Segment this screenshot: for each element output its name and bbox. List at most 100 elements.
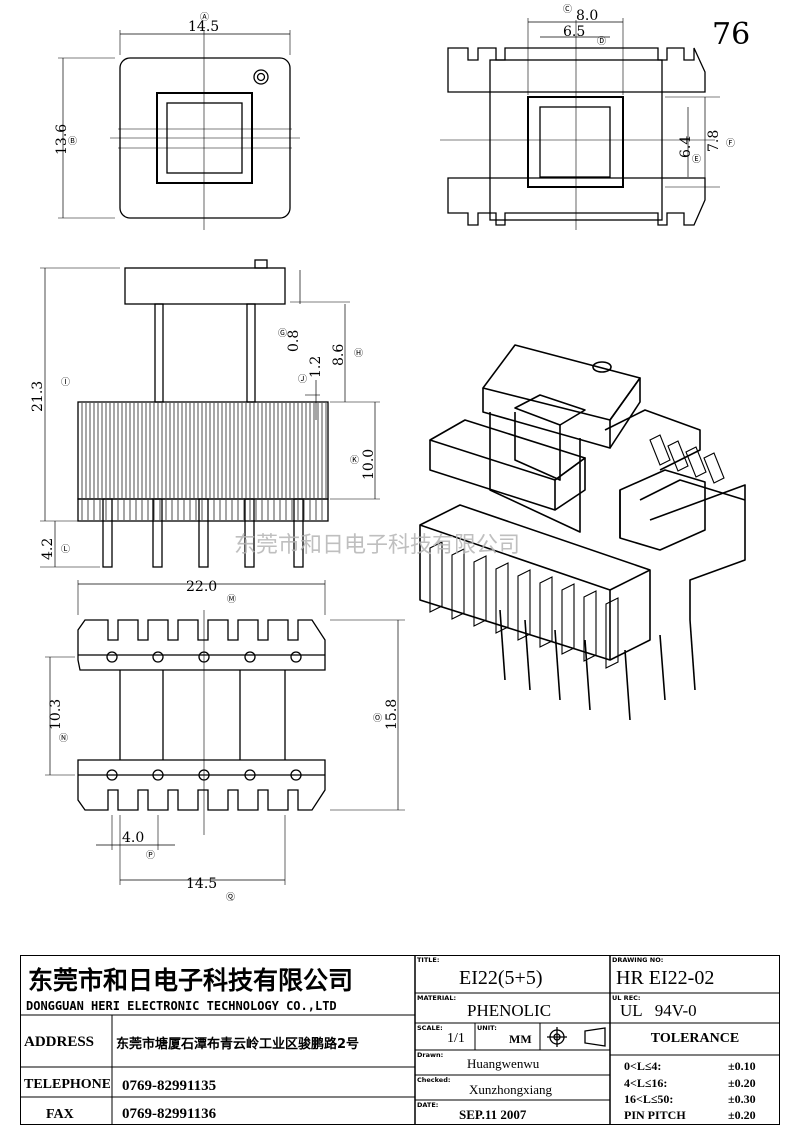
unit-label: UNIT: xyxy=(477,1024,497,1032)
material-value: PHENOLIC xyxy=(467,1001,552,1020)
isometric-fin xyxy=(685,446,707,478)
scale-label: SCALE: xyxy=(417,1024,443,1032)
dim-side-d2: 8.6 xyxy=(331,344,347,366)
dim-pin-pitch: 4.0 xyxy=(122,830,144,846)
isometric-fin xyxy=(517,569,531,641)
ref-l: Ⓛ xyxy=(61,544,70,555)
ref-d: Ⓓ xyxy=(597,36,606,47)
isometric-fin xyxy=(605,597,619,669)
dim-pin-height-right: 15.8 xyxy=(384,699,400,730)
dim-top-width: 14.5 xyxy=(188,19,219,35)
isometric-fin xyxy=(703,452,725,484)
telephone-label: TELEPHONE xyxy=(24,1077,110,1092)
dim-bottom-inner: 6.5 xyxy=(563,24,585,40)
checked-value: Xunzhongxiang xyxy=(469,1082,553,1097)
drawn-cell: Drawn: Huangwenwu xyxy=(415,1050,610,1075)
drawn-label: Drawn: xyxy=(417,1051,444,1059)
side-view xyxy=(40,259,380,568)
tolerance-range: 0<L≤4: xyxy=(624,1059,662,1073)
date-label: DATE: xyxy=(417,1101,439,1109)
dim-pin-height-left: 10.3 xyxy=(48,699,64,730)
ref-p: Ⓟ xyxy=(146,850,155,861)
ref-c: Ⓒ xyxy=(563,4,572,15)
tolerance-value: ±0.30 xyxy=(728,1092,756,1106)
ref-n: Ⓝ xyxy=(59,733,68,744)
ul-cell: UL REC: UL 94V-0 xyxy=(610,993,780,1023)
tolerance-row-1: 0<L≤4: ±0.10 xyxy=(618,1059,778,1075)
date-cell: DATE: SEP.11 2007 xyxy=(415,1100,610,1125)
checked-cell: Checked: Xunzhongxiang xyxy=(415,1075,610,1100)
title-label: TITLE: xyxy=(417,956,440,964)
material-cell: MATERIAL: PHENOLIC xyxy=(415,993,610,1023)
isometric-fin xyxy=(429,541,443,613)
ref-o: Ⓞ xyxy=(373,713,382,724)
ref-g: Ⓖ xyxy=(278,328,287,339)
address-value: 东莞市塘厦石潭布青云岭工业区骏鹏路2号 xyxy=(116,1037,360,1052)
bottom-view xyxy=(440,18,720,230)
checked-label: Checked: xyxy=(417,1076,451,1084)
company-name-en: DONGGUAN HERI ELECTRONIC TECHNOLOGY CO.,… xyxy=(26,999,337,1013)
ul-value: UL 94V-0 xyxy=(620,1001,697,1020)
fax-label: FAX xyxy=(46,1107,74,1122)
drawing-no-value: HR EI22-02 xyxy=(616,967,715,989)
dim-side-pin-len: 4.2 xyxy=(40,538,56,560)
pin-view xyxy=(45,580,405,885)
scale-cell: SCALE: 1/1 xyxy=(415,1023,475,1050)
dim-pin-span: 14.5 xyxy=(186,876,217,892)
tolerance-row-2: 4<L≤16: ±0.20 xyxy=(618,1076,778,1092)
material-label: MATERIAL: xyxy=(417,994,457,1002)
top-view xyxy=(58,30,300,230)
tolerance-value: ±0.20 xyxy=(728,1108,756,1122)
tolerance-range: PIN PITCH xyxy=(624,1108,686,1122)
telephone-value: 0769-82991135 xyxy=(122,1078,217,1094)
bobbin-ribs xyxy=(81,403,327,520)
isometric-fin xyxy=(561,583,575,655)
ref-a: Ⓐ xyxy=(200,12,209,23)
isometric-fin xyxy=(495,562,509,634)
isometric-fin xyxy=(583,590,597,662)
dim-bottom-outer-h: 7.8 xyxy=(706,130,722,152)
isometric-fin xyxy=(539,576,553,648)
ref-k: Ⓚ xyxy=(350,455,359,466)
ref-h: Ⓗ xyxy=(354,348,363,359)
unit-cell: UNIT: MM xyxy=(475,1023,540,1050)
tolerance-title: TOLERANCE xyxy=(650,1031,740,1046)
isometric-view xyxy=(419,344,746,721)
corner-number: 76 xyxy=(712,17,750,52)
unit-value: MM xyxy=(509,1032,532,1046)
dim-top-height: 13.6 xyxy=(54,124,70,155)
ref-f: Ⓕ xyxy=(726,138,735,149)
dim-side-d4: 10.0 xyxy=(361,449,377,480)
isometric-fin xyxy=(649,434,671,466)
dim-side-d3: 1.2 xyxy=(308,356,324,378)
tolerance-range: 16<L≤50: xyxy=(624,1092,674,1106)
tolerance-row-4: PIN PITCH ±0.20 xyxy=(618,1108,778,1124)
ref-b: Ⓑ xyxy=(68,136,77,147)
date-value: SEP.11 2007 xyxy=(459,1107,527,1122)
title-block: 东莞市和日电子科技有限公司 DONGGUAN HERI ELECTRONIC T… xyxy=(20,955,780,1125)
drawing-no-cell: DRAWING NO: HR EI22-02 xyxy=(610,955,780,993)
ref-m: Ⓜ xyxy=(227,594,236,605)
dim-side-d1: 0.8 xyxy=(286,330,302,352)
drawing-no-label: DRAWING NO: xyxy=(612,956,664,964)
dim-bottom-outer: 8.0 xyxy=(576,8,598,24)
tolerance-value: ±0.10 xyxy=(728,1059,756,1073)
projection-symbol-icon xyxy=(547,1027,606,1047)
isometric-fin xyxy=(473,555,487,627)
dim-side-total: 21.3 xyxy=(30,381,46,412)
company-name-cn: 东莞市和日电子科技有限公司 xyxy=(28,966,354,993)
ref-q: Ⓠ xyxy=(226,892,235,903)
title-cell: TITLE: EI22(5+5) xyxy=(415,955,610,993)
ref-j: Ⓙ xyxy=(298,374,307,385)
drawn-value: Huangwenwu xyxy=(467,1056,540,1071)
ul-label: UL REC: xyxy=(612,994,641,1002)
isometric-fin xyxy=(667,440,689,472)
tolerance-value: ±0.20 xyxy=(728,1076,756,1090)
dim-bottom-inner-h: 6.4 xyxy=(678,136,694,158)
watermark: 东莞市和日电子科技有限公司 xyxy=(234,533,520,558)
title-value: EI22(5+5) xyxy=(459,967,543,989)
ref-i: Ⓘ xyxy=(61,377,70,388)
ref-e: Ⓔ xyxy=(692,154,701,165)
isometric-fin xyxy=(451,548,465,620)
